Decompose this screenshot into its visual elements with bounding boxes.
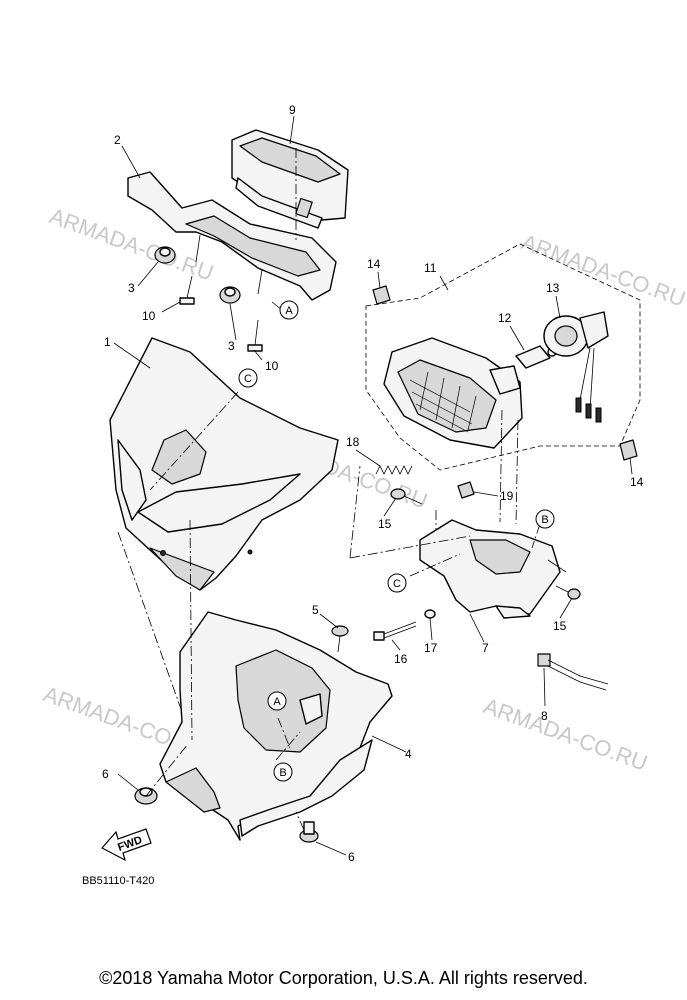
callout-14: 14 [367, 257, 381, 271]
part-15-screws [390, 488, 581, 600]
watermark: ARMADA-CO.RU [480, 693, 651, 775]
callout-15: 15 [378, 517, 392, 531]
leader-lines [113, 115, 633, 856]
part-8-cable-tie [537, 653, 609, 691]
reference-markers: A C B C A B [238, 300, 555, 782]
part-2-bracket [127, 171, 337, 301]
ref-marker-b: B [273, 762, 293, 782]
part-3-grommets [154, 246, 241, 304]
svg-text:A: A [273, 696, 281, 708]
copyright-notice: ©2018 Yamaha Motor Corporation, U.S.A. A… [99, 968, 588, 988]
callout-3: 3 [128, 281, 135, 295]
svg-text:A: A [285, 305, 293, 317]
part-17-washer [424, 609, 436, 619]
callout-11: 11 [424, 261, 437, 275]
callout-12: 12 [498, 311, 512, 325]
svg-text:C: C [393, 578, 401, 590]
alignment-lines [117, 148, 541, 831]
svg-text:C: C [244, 373, 252, 385]
callout-13: 13 [546, 281, 560, 295]
part-19-clip [457, 481, 475, 499]
ref-marker-a: A [279, 300, 299, 320]
part-16-bolt [373, 621, 417, 641]
part-6-fasteners [134, 787, 319, 843]
watermark: ARMADA-CO.RU [518, 229, 687, 311]
callout-3: 3 [228, 339, 235, 353]
callout-6: 6 [348, 850, 355, 864]
drawing-code: BB51110-T420 [82, 875, 154, 887]
svg-text:B: B [541, 514, 548, 526]
part-9-meter [231, 129, 349, 229]
callout-5: 5 [312, 603, 319, 617]
part-10-screws [179, 275, 263, 352]
callout-7: 7 [482, 641, 489, 655]
callout-4: 4 [405, 747, 412, 761]
part-11-headlight [383, 337, 523, 449]
part-5-screw [331, 625, 349, 653]
callout-2: 2 [114, 133, 121, 147]
part-4-inner-panel [159, 611, 393, 841]
callout-19: 19 [500, 489, 514, 503]
ref-marker-c: C [238, 368, 258, 388]
callout-6: 6 [102, 767, 109, 781]
callout-10: 10 [265, 359, 279, 373]
callout-15: 15 [553, 619, 567, 633]
callout-17: 17 [424, 641, 438, 655]
fwd-arrow-icon: FWD [101, 828, 152, 862]
part-7-bracket [419, 519, 567, 619]
part-14-clips [372, 285, 638, 461]
callout-18: 18 [346, 435, 360, 449]
part-1-cowling [109, 337, 339, 591]
ref-marker-c: C [387, 573, 407, 593]
callouts: 9 2 3 10 3 10 1 14 11 12 13 14 18 19 15 … [102, 103, 644, 864]
callout-9: 9 [289, 103, 296, 117]
callout-10: 10 [142, 309, 156, 323]
ref-marker-b: B [535, 509, 555, 529]
part-13-socket [543, 311, 609, 423]
callout-1: 1 [104, 335, 111, 349]
svg-text:B: B [279, 767, 286, 779]
part-18-spring [375, 465, 413, 475]
callout-16: 16 [394, 652, 408, 666]
ref-marker-a: A [267, 691, 287, 711]
callout-8: 8 [541, 709, 548, 723]
callout-14: 14 [630, 475, 644, 489]
